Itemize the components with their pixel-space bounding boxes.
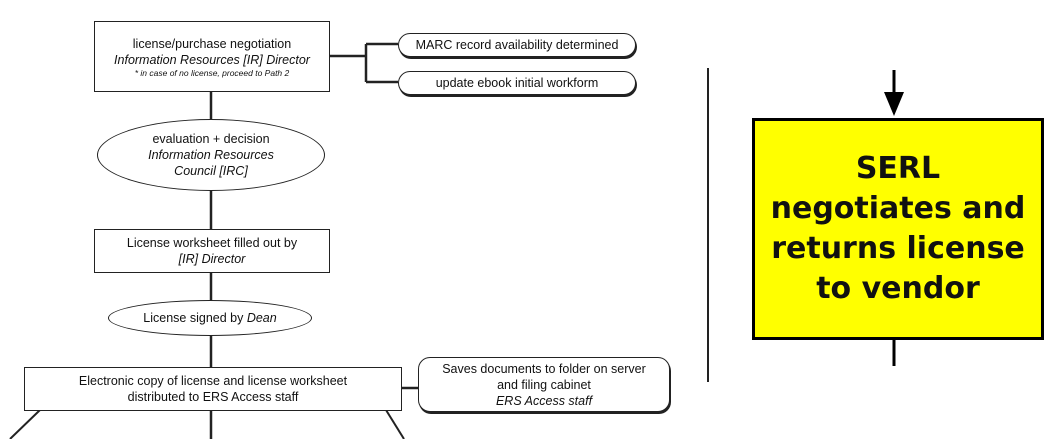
arrow-head bbox=[884, 92, 904, 116]
negotiation-role: Information Resources [IR] Director bbox=[114, 52, 310, 67]
worksheet-role: [IR] Director bbox=[178, 252, 246, 266]
signed-text: License signed by bbox=[143, 311, 247, 325]
serl-box: SERL negotiates and returns license to v… bbox=[752, 118, 1044, 340]
distribution-box: Electronic copy of license and license w… bbox=[24, 367, 402, 411]
marc-box: MARC record availability determined bbox=[398, 33, 636, 57]
distribution-line2: distributed to ERS Access staff bbox=[127, 390, 299, 404]
marc-label: MARC record availability determined bbox=[415, 38, 619, 52]
evaluation-role-line2: Council [IRC] bbox=[174, 164, 248, 178]
connector-diverge-right bbox=[385, 409, 405, 439]
workform-label: update ebook initial workform bbox=[435, 76, 599, 90]
negotiation-box: license/purchase negotiation Information… bbox=[94, 21, 330, 92]
signed-role: Dean bbox=[246, 311, 277, 325]
serl-label: SERL negotiates and returns license to v… bbox=[770, 151, 1026, 306]
evaluation-ellipse: evaluation + decision Information Resour… bbox=[97, 119, 325, 191]
negotiation-note: * in case of no license, proceed to Path… bbox=[134, 67, 290, 78]
evaluation-title: evaluation + decision bbox=[152, 132, 270, 146]
saves-role: ERS Access staff bbox=[495, 393, 593, 408]
distribution-line1: Electronic copy of license and license w… bbox=[78, 374, 348, 388]
connector-diverge-left bbox=[9, 409, 41, 439]
saves-line1: Saves documents to folder on server bbox=[442, 361, 646, 376]
evaluation-role-line1: Information Resources bbox=[148, 148, 274, 162]
workform-box: update ebook initial workform bbox=[398, 71, 636, 95]
signed-ellipse: License signed by Dean bbox=[108, 300, 312, 336]
worksheet-box: License worksheet filled out by [IR] Dir… bbox=[94, 229, 330, 273]
negotiation-title: license/purchase negotiation bbox=[132, 36, 292, 51]
saves-box: Saves documents to folder on server and … bbox=[418, 357, 670, 412]
saves-line2: and filing cabinet bbox=[497, 377, 591, 392]
worksheet-title: License worksheet filled out by bbox=[126, 236, 298, 250]
